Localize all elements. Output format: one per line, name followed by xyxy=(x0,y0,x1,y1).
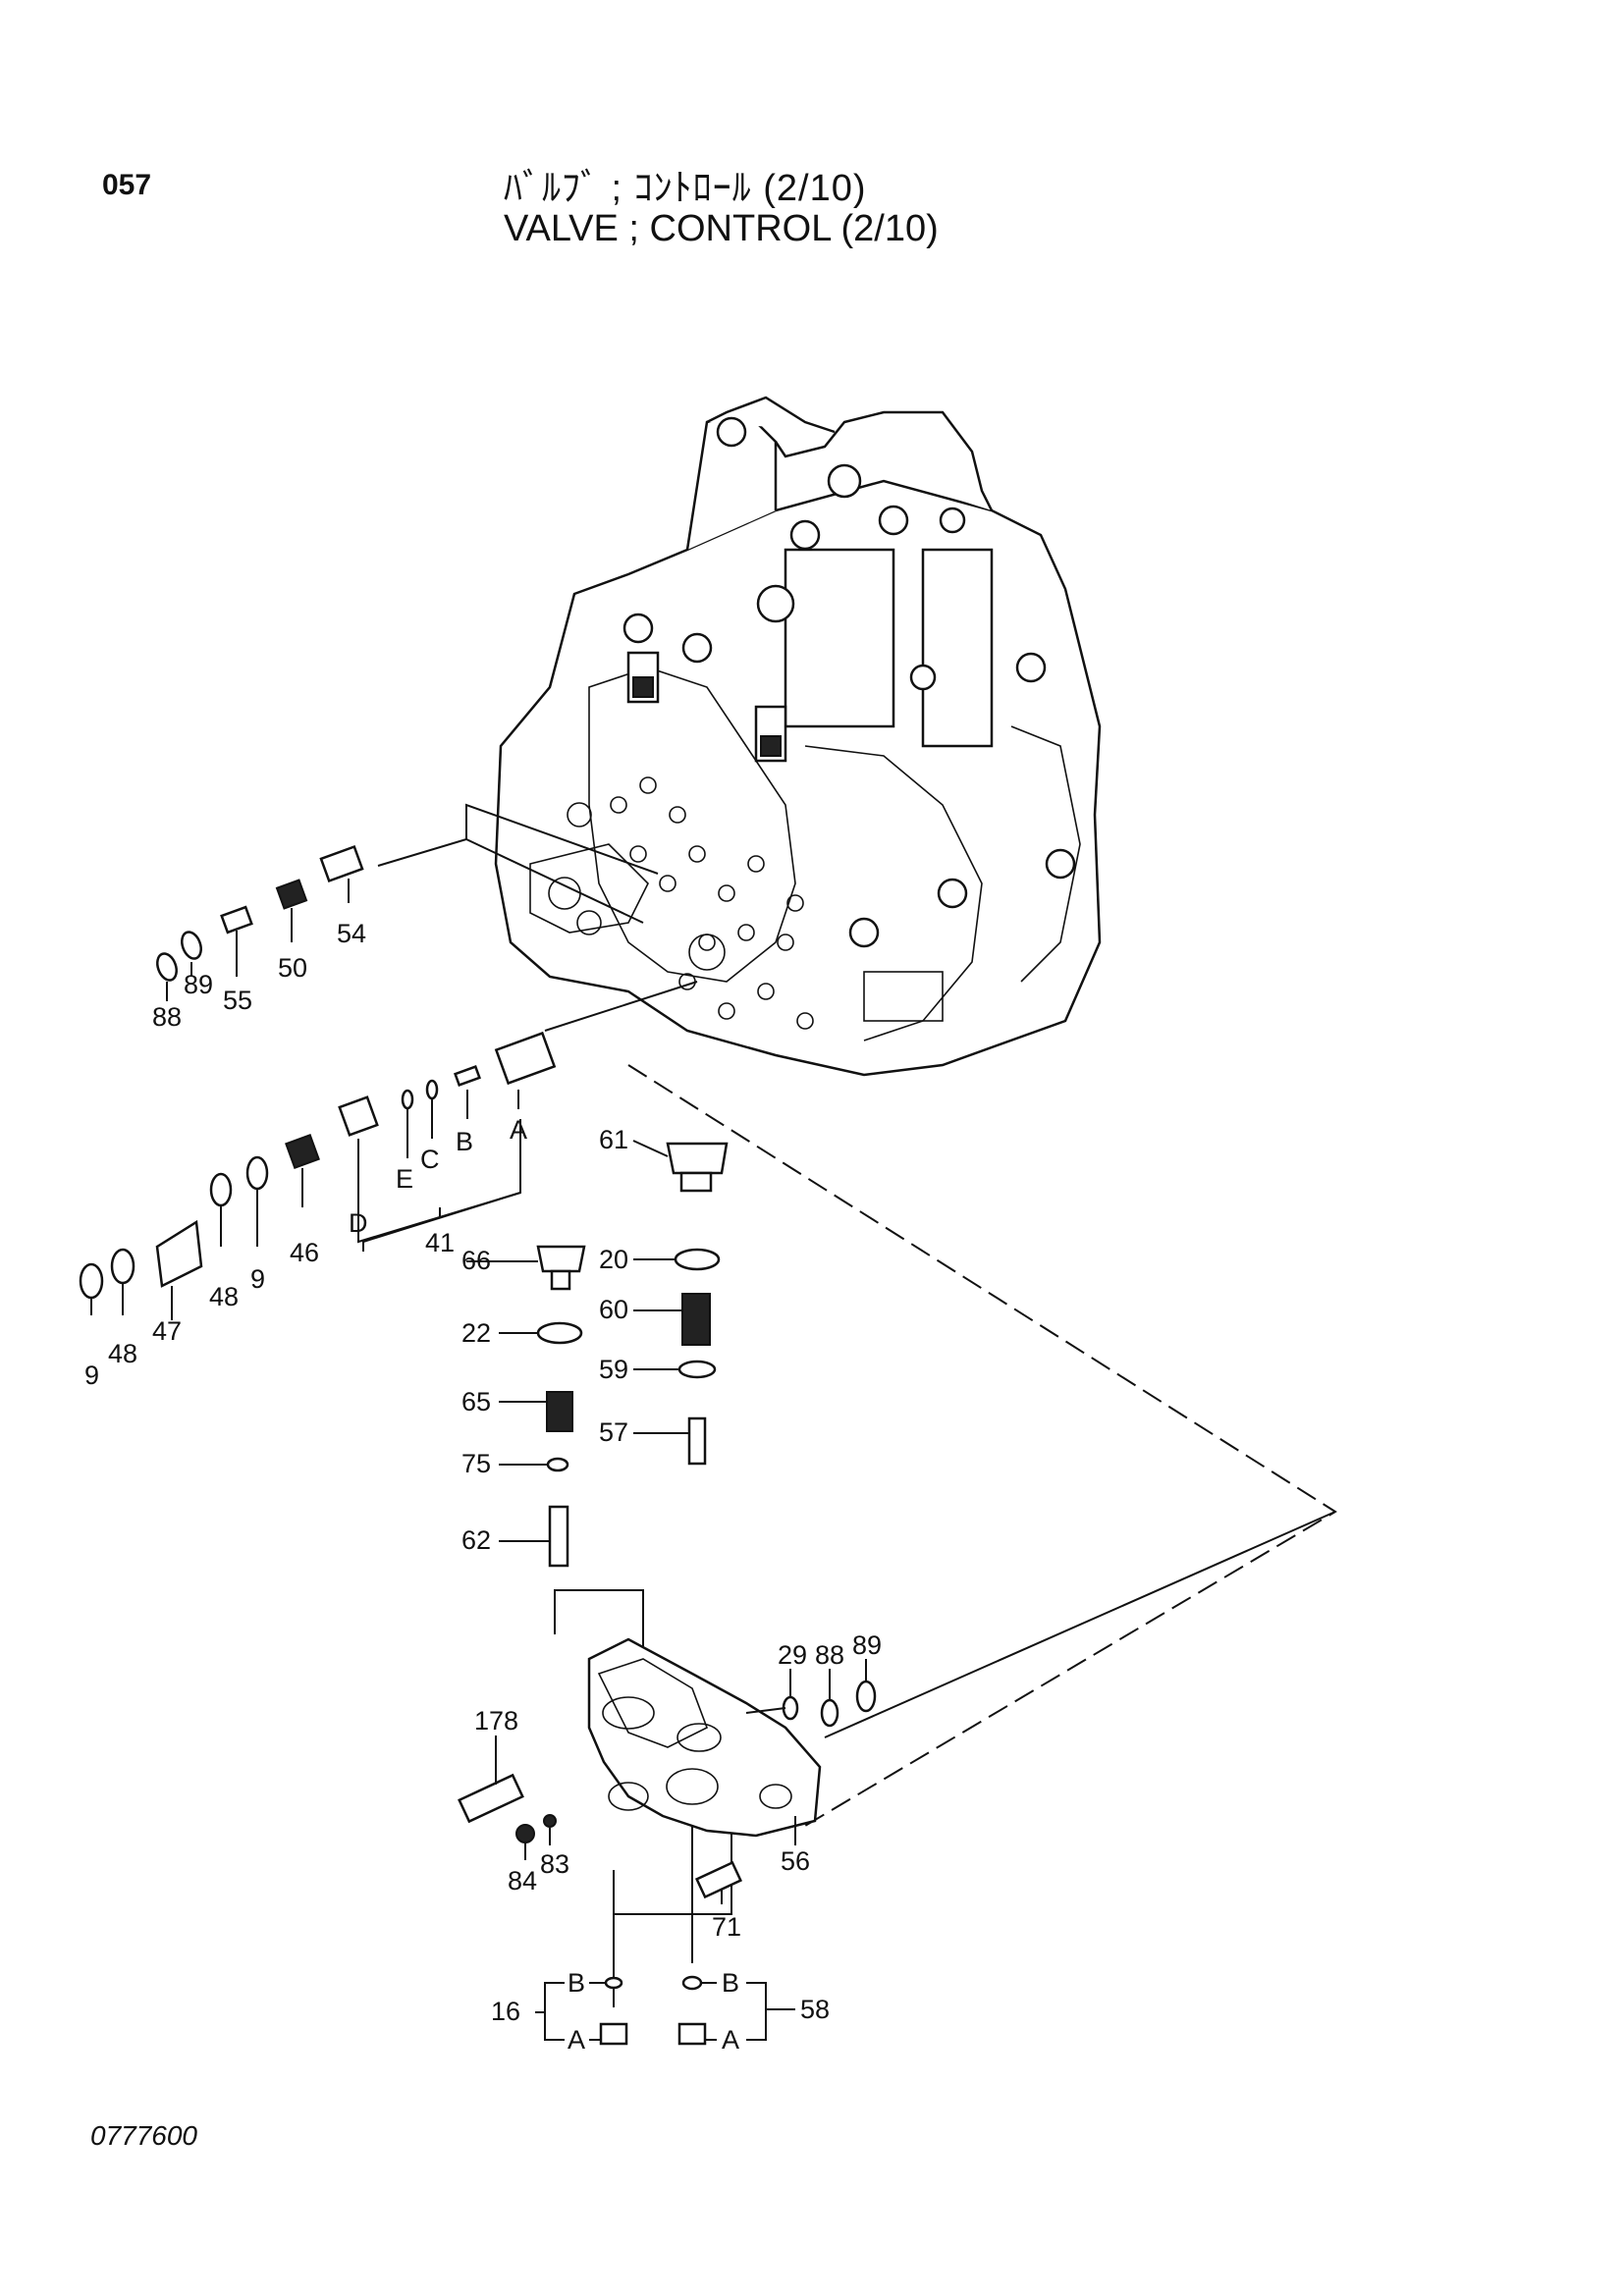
callout-50: 50 xyxy=(278,953,307,983)
callout-C-41: C xyxy=(420,1145,440,1174)
control-valve-body xyxy=(494,396,1102,1077)
callout-labels: 54 50 55 89 88 A B C E D 41 46 9 48 47 4… xyxy=(84,919,882,2055)
bottom-plugs xyxy=(535,1975,795,2046)
callout-55: 55 xyxy=(223,986,252,1015)
callout-E-41: E xyxy=(396,1164,413,1194)
callout-71: 71 xyxy=(712,1912,741,1942)
parts-group-54 xyxy=(156,844,364,1001)
callout-75: 75 xyxy=(461,1449,491,1478)
parts-stack-66 xyxy=(466,1245,586,1568)
callout-47: 47 xyxy=(152,1316,182,1346)
callout-89a: 89 xyxy=(184,970,213,999)
callout-54: 54 xyxy=(337,919,366,948)
callout-22: 22 xyxy=(461,1318,491,1348)
callout-178: 178 xyxy=(474,1706,518,1735)
callout-58: 58 xyxy=(800,1995,830,2024)
callout-B-41: B xyxy=(456,1127,473,1156)
callout-41: 41 xyxy=(425,1228,455,1257)
callout-A-58: A xyxy=(722,2025,739,2055)
callout-61: 61 xyxy=(599,1125,628,1154)
callout-16: 16 xyxy=(491,1997,520,2026)
callout-83: 83 xyxy=(540,1849,569,1879)
callout-29: 29 xyxy=(778,1640,807,1670)
callout-59: 59 xyxy=(599,1355,628,1384)
callout-65: 65 xyxy=(461,1387,491,1416)
callout-9b: 9 xyxy=(84,1361,99,1390)
parts-group-41 xyxy=(79,1031,557,1320)
callout-20: 20 xyxy=(599,1245,628,1274)
callout-62: 62 xyxy=(461,1525,491,1555)
callout-57: 57 xyxy=(599,1417,628,1447)
callout-A-41: A xyxy=(510,1115,527,1145)
page-number: 057 xyxy=(102,169,152,201)
callout-A-16: A xyxy=(568,2025,585,2055)
parts-stack-61 xyxy=(632,1140,729,1466)
callout-66: 66 xyxy=(461,1246,491,1275)
callout-48a: 48 xyxy=(209,1282,239,1311)
valve-block-56 xyxy=(458,1511,1336,1904)
callout-60: 60 xyxy=(599,1295,628,1324)
callout-48b: 48 xyxy=(108,1339,137,1368)
callout-B-16: B xyxy=(568,1968,585,1998)
title-english: VALVE ; CONTROL (2/10) xyxy=(504,208,939,249)
callout-D-41: D xyxy=(349,1208,368,1238)
callout-9a: 9 xyxy=(250,1264,265,1294)
drawing-code: 0777600 xyxy=(90,2120,198,2151)
callout-88b: 88 xyxy=(815,1640,844,1670)
title-japanese: ﾊﾞﾙﾌﾞ ; ｺﾝﾄﾛｰﾙ (2/10) xyxy=(504,168,867,209)
callout-89b: 89 xyxy=(852,1630,882,1660)
callout-88a: 88 xyxy=(152,1002,182,1032)
callout-56: 56 xyxy=(781,1846,810,1876)
callout-B-58: B xyxy=(722,1968,739,1998)
callout-84: 84 xyxy=(508,1866,537,1896)
callout-46: 46 xyxy=(290,1238,319,1267)
